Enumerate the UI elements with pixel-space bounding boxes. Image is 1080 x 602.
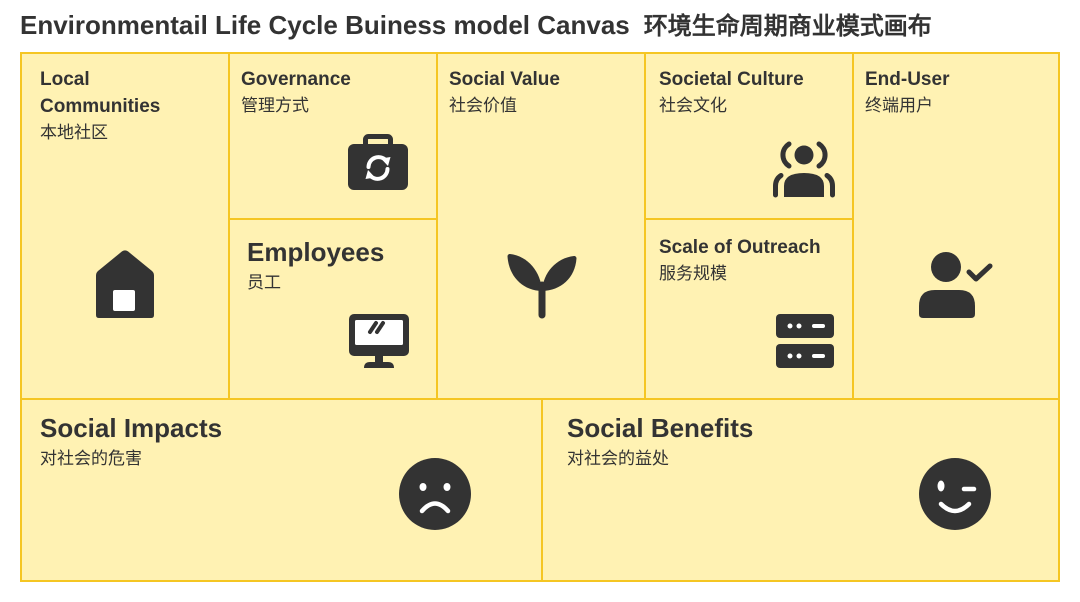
block-title: Social Value: [449, 69, 560, 90]
block-scale-of-outreach: Scale of Outreach 服务规模: [644, 218, 854, 400]
title-chinese: 环境生命周期商业模式画布: [643, 12, 932, 40]
seedling-icon: [507, 249, 577, 319]
block-social-benefits: Social Benefits 对社会的益处: [541, 398, 1060, 582]
title-english: Environmentail Life Cycle Buiness model …: [20, 10, 630, 40]
block-subtitle: 社会价值: [449, 96, 517, 116]
sad-face-icon: [399, 458, 471, 530]
block-subtitle: 员工: [247, 273, 281, 293]
block-subtitle: 对社会的危害: [40, 449, 142, 469]
block-title: Social Impacts: [40, 413, 223, 443]
block-end-user: End-User 终端用户: [852, 52, 1060, 400]
people-group-icon: [772, 140, 836, 198]
server-icon: [775, 313, 835, 369]
block-title: Scale of Outreach: [659, 237, 821, 258]
house-icon: [95, 249, 155, 319]
wink-face-icon: [919, 458, 991, 530]
page-title: Environmentail Life Cycle Buiness model …: [20, 9, 932, 42]
block-title: Governance: [241, 69, 351, 90]
block-subtitle: 对社会的益处: [567, 449, 669, 469]
block-title: Employees: [247, 237, 385, 267]
block-title: Social Benefits: [567, 413, 754, 443]
block-title: End-User: [865, 69, 950, 90]
block-social-impacts: Social Impacts 对社会的危害: [20, 398, 543, 582]
block-local-communities: Local Communities 本地社区: [20, 52, 230, 400]
block-societal-culture: Societal Culture 社会文化: [644, 52, 854, 220]
block-social-value: Social Value 社会价值: [436, 52, 646, 400]
block-governance: Governance 管理方式: [228, 52, 438, 220]
user-check-icon: [917, 251, 993, 319]
block-subtitle: 本地社区: [40, 123, 108, 143]
block-subtitle: 终端用户: [865, 96, 933, 116]
briefcase-sync-icon: [347, 134, 409, 191]
block-subtitle: 社会文化: [659, 96, 727, 116]
block-employees: Employees 员工: [228, 218, 438, 400]
block-subtitle: 服务规模: [659, 264, 727, 284]
business-model-canvas: Local Communities 本地社区 Governance 管理方式 E…: [20, 52, 1060, 582]
monitor-icon: [348, 313, 410, 369]
block-title: Local Communities: [40, 69, 161, 117]
block-title: Societal Culture: [659, 69, 804, 90]
block-subtitle: 管理方式: [241, 96, 309, 116]
